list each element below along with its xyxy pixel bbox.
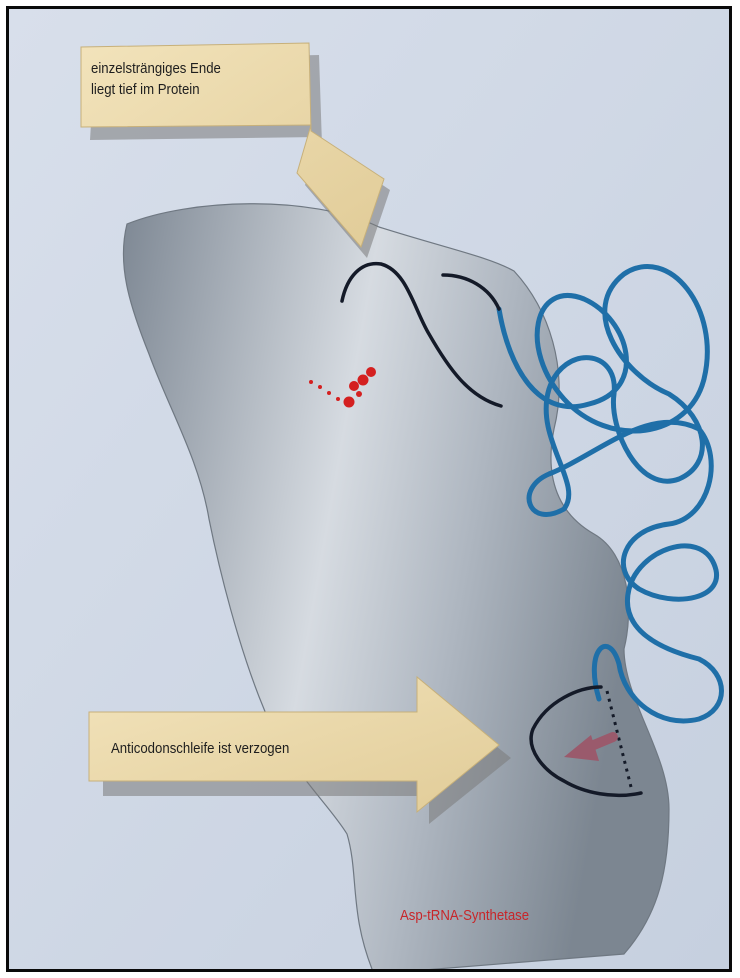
top-arrow-label-line2: liegt tief im Protein xyxy=(91,80,200,99)
figure-frame: einzelsträngiges Ende liegt tief im Prot… xyxy=(6,6,732,972)
bottom-arrow-label: Anticodonschleife ist verzogen xyxy=(111,739,289,758)
diagram-canvas xyxy=(9,9,729,969)
top-arrow-label-line1: einzelsträngiges Ende xyxy=(91,59,221,78)
protein-name-label: Asp-tRNA-Synthetase xyxy=(400,907,529,924)
